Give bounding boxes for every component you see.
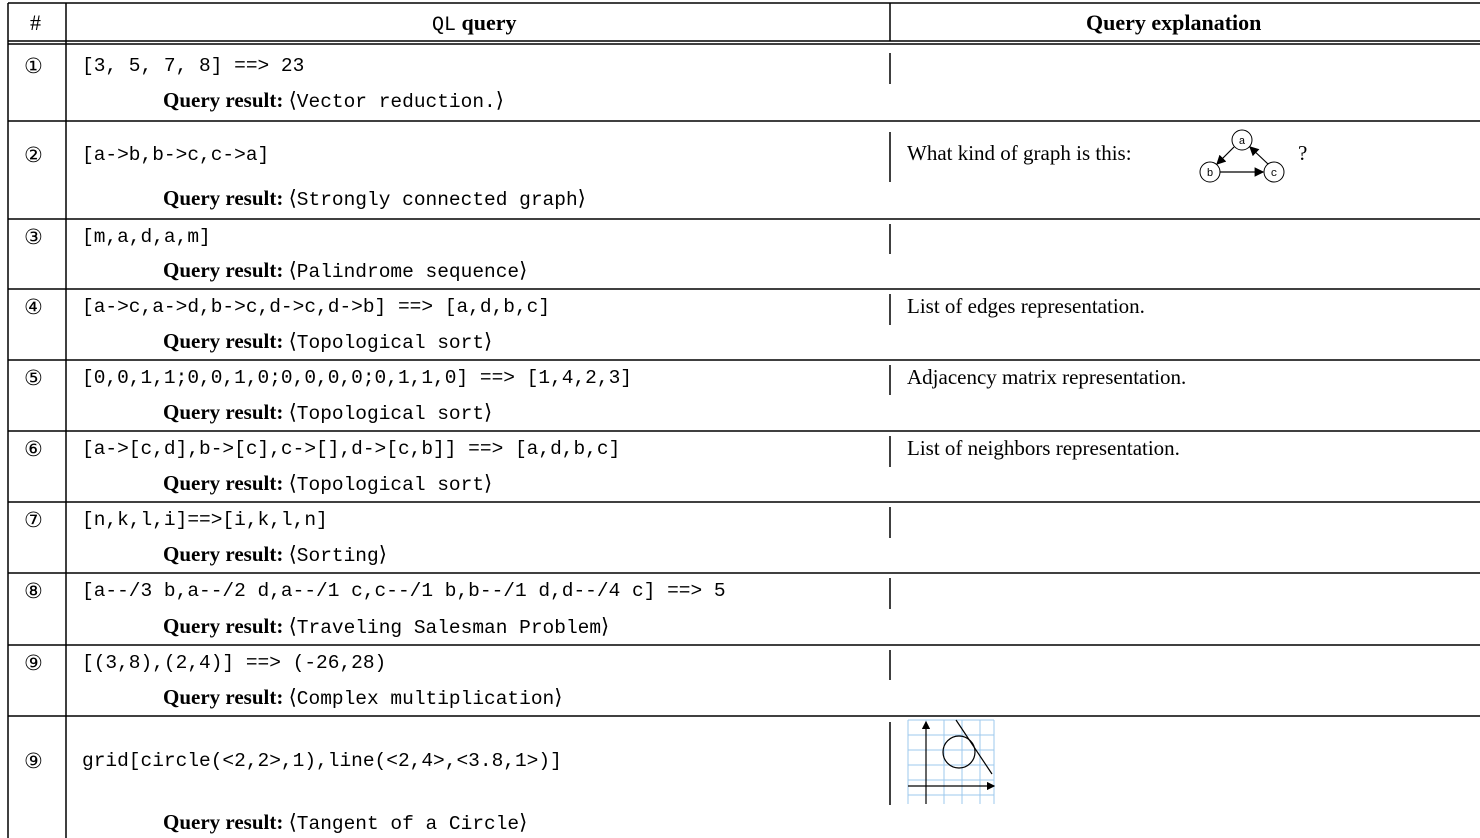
result-text: Strongly connected graph [296,189,578,211]
query-result: Query result: ⟨Topological sort⟩ [163,471,493,496]
row-number: ② [24,143,43,167]
result-text: Palindrome sequence [296,261,520,283]
result-text: Complex multiplication [296,688,555,710]
graph-edge [1216,146,1235,165]
query-text: [a->b,b->c,c->a] [82,144,270,166]
query-result: Query result: ⟨Palindrome sequence⟩ [163,258,528,283]
query-result: Query result: ⟨Sorting⟩ [163,542,387,567]
result-text: Topological sort [296,332,485,354]
graph-node-label: c [1271,168,1278,180]
query-result: Query result: ⟨Topological sort⟩ [163,329,493,354]
query-result: Query result: ⟨Topological sort⟩ [163,400,493,425]
graph-node-label: a [1239,136,1246,148]
row-number: ① [24,54,43,78]
result-text: Tangent of a Circle [296,813,520,835]
graph-edge [1249,146,1269,165]
header-query: QL query [432,10,517,37]
header-query-suffix: query [461,10,517,35]
header-query-prefix: QL [432,14,457,37]
query-result: Query result: ⟨Vector reduction.⟩ [163,88,504,113]
header-explanation-label: Query explanation [1086,10,1262,35]
explanation-suffix: ? [1298,141,1308,165]
query-result: Query result: ⟨Strongly connected graph⟩ [163,186,586,211]
result-label: Query result: [163,614,284,638]
row-number: ⑥ [24,437,43,461]
result-text: Topological sort [296,403,485,425]
tangent-line [955,719,993,775]
query-text: [n,k,l,i]==>[i,k,l,n] [82,509,328,531]
result-label: Query result: [163,400,284,424]
query-text: [a->[c,d],b->[c],c->[],d->[c,b]] ==> [a,… [82,438,621,460]
row-number: ⑧ [24,579,43,603]
row-number: ⑨ [24,749,43,773]
row-number: ⑤ [24,366,43,390]
result-label: Query result: [163,542,284,566]
query-text: grid[circle(<2,2>,1),line(<2,4>,<3.8,1>)… [82,750,562,772]
query-text: [(3,8),(2,4)] ==> (-26,28) [82,652,387,674]
explanation-text: List of neighbors representation. [907,436,1180,460]
query-text: [0,0,1,1;0,0,1,0;0,0,0,0;0,1,1,0] ==> [1… [82,367,632,389]
row-number: ⑨ [24,651,43,675]
circle-shape [942,735,976,769]
query-text: [a->c,a->d,b->c,d->c,d->b] ==> [a,d,b,c] [82,296,551,318]
tangent-circle-diagram [907,719,996,804]
row-number: ④ [24,295,43,319]
result-label: Query result: [163,810,284,834]
explanation-text: Adjacency matrix representation. [907,365,1187,389]
query-result: Query result: ⟨Complex multiplication⟩ [163,685,563,710]
result-label: Query result: [163,685,284,709]
explanation-text: List of edges representation. [907,294,1145,318]
query-result: Query result: ⟨Tangent of a Circle⟩ [163,810,528,835]
row-number: ③ [24,225,43,249]
graph-diagram: a b c [1199,129,1285,183]
query-text: [m,a,d,a,m] [82,226,211,248]
row-number: ⑦ [24,508,43,532]
result-label: Query result: [163,88,284,112]
result-text: Traveling Salesman Problem [296,617,602,639]
result-text: Topological sort [296,474,485,496]
result-label: Query result: [163,471,284,495]
explanation-text: What kind of graph is this: [907,141,1132,165]
query-text: [a--/3 b,a--/2 d,a--/1 c,c--/1 b,b--/1 d… [82,580,726,602]
graph-node-label: b [1207,168,1214,180]
query-result: Query result: ⟨Traveling Salesman Proble… [163,614,610,639]
result-label: Query result: [163,258,284,282]
header-explanation: Query explanation [1086,10,1261,36]
graph-node [1231,129,1253,151]
header-num: # [30,10,41,35]
result-text: Sorting [296,545,379,567]
query-text: [3, 5, 7, 8] ==> 23 [82,55,305,77]
result-label: Query result: [163,329,284,353]
result-label: Query result: [163,186,284,210]
result-text: Vector reduction. [296,91,496,113]
